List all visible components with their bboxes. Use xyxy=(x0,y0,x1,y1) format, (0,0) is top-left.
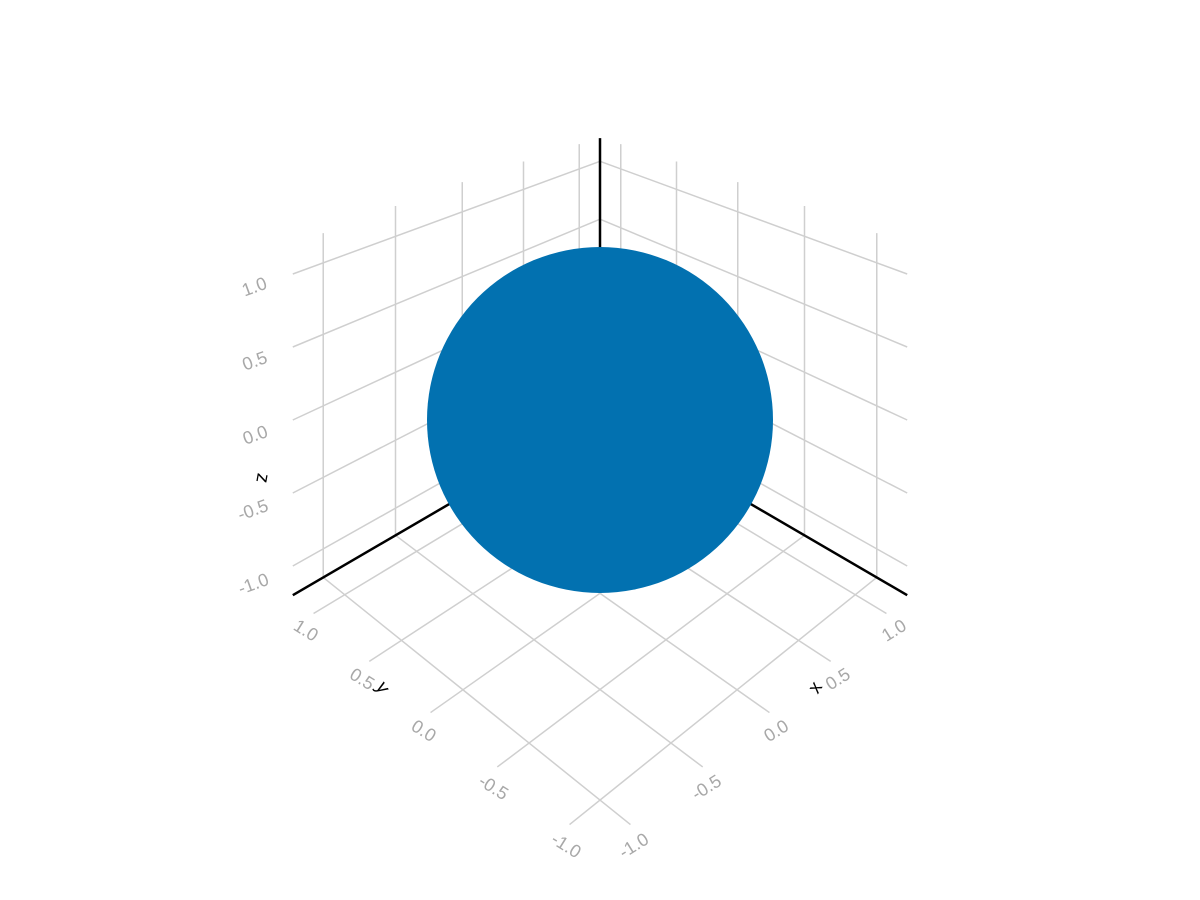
z-tick-label: 0.0 xyxy=(240,421,270,448)
x-tick-label: -0.5 xyxy=(475,771,512,804)
sphere-surface xyxy=(427,247,773,593)
y-tick-label: -0.5 xyxy=(688,771,725,804)
grid-line-xy-y xyxy=(395,534,704,768)
surface-layer xyxy=(427,247,773,593)
grid-line-xy-x xyxy=(569,576,878,826)
grid-line-xz-z xyxy=(599,218,908,348)
grid-line-xy-x xyxy=(496,534,805,768)
x-tick-label: 1.0 xyxy=(290,615,322,645)
y-tick-label: 0.0 xyxy=(760,716,792,746)
x-tick-label: -1.0 xyxy=(548,829,585,862)
z-tick-label: 1.0 xyxy=(239,273,269,300)
x-tick-label: 0.0 xyxy=(408,716,440,746)
y-tick-label: -1.0 xyxy=(615,829,652,862)
grid-line-xy-y xyxy=(322,576,631,826)
grid-line-yz-z xyxy=(292,160,601,275)
z-axis-label: z xyxy=(251,472,273,485)
grid-line-yz-z xyxy=(292,218,601,348)
z-tick-label: -0.5 xyxy=(235,495,271,524)
grid-line-xz-z xyxy=(599,160,908,275)
z-tick-label: -1.0 xyxy=(235,569,271,598)
z-tick-label: 0.5 xyxy=(240,347,270,374)
y-tick-label: 1.0 xyxy=(878,615,910,645)
